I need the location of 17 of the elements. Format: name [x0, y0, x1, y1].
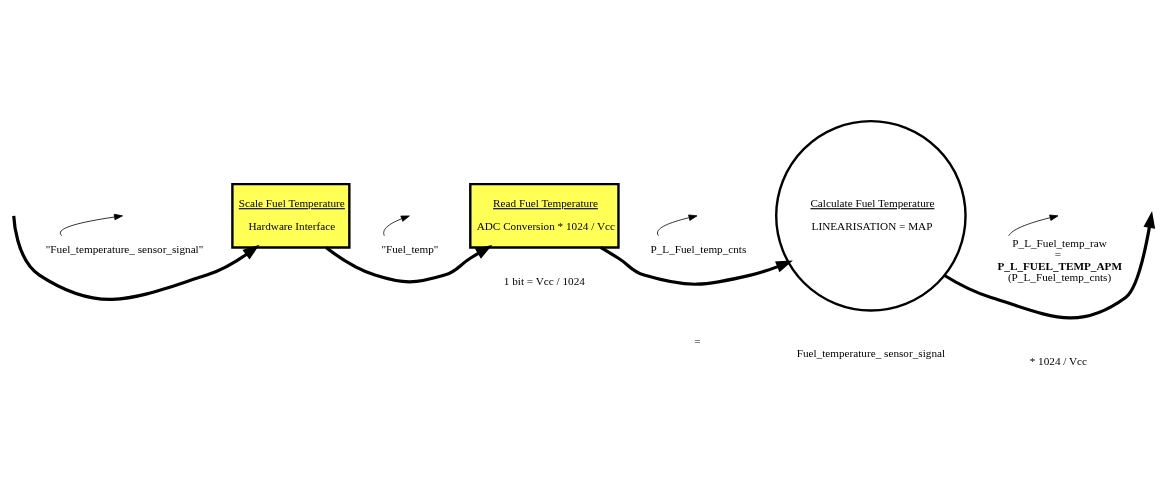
node-text: P_L_Fuel_temp_raw = P_L_FUEL_TEMP_APM (P_L_Fuel_temp_cnts) — [997, 236, 1122, 283]
node-text: "Fuel_temperature_ sensor_signal" — [45, 242, 204, 255]
arrow — [325, 244, 493, 284]
node-text: P_L_Fuel_temp_cnts — [650, 242, 747, 255]
arrow — [943, 210, 1156, 319]
label: Fuel_temperature_ sensor_signal — [796, 346, 946, 359]
node-text: "Fuel_temp" — [381, 242, 439, 255]
arrow — [657, 214, 698, 236]
arrow — [383, 215, 410, 236]
node-box: Read Fuel Temperature ADC Conversion * 1024 / Vcc — [469, 182, 620, 249]
label: * 1024 / Vcc — [1029, 354, 1088, 367]
arrow — [599, 245, 793, 286]
arrow — [1008, 214, 1059, 236]
arrow — [12, 215, 260, 301]
node-label: 1 bit = Vcc / 1024 — [503, 274, 585, 287]
node-box: Scale Fuel Temperature Hardware Interface — [231, 182, 351, 249]
label: = — [694, 334, 701, 347]
